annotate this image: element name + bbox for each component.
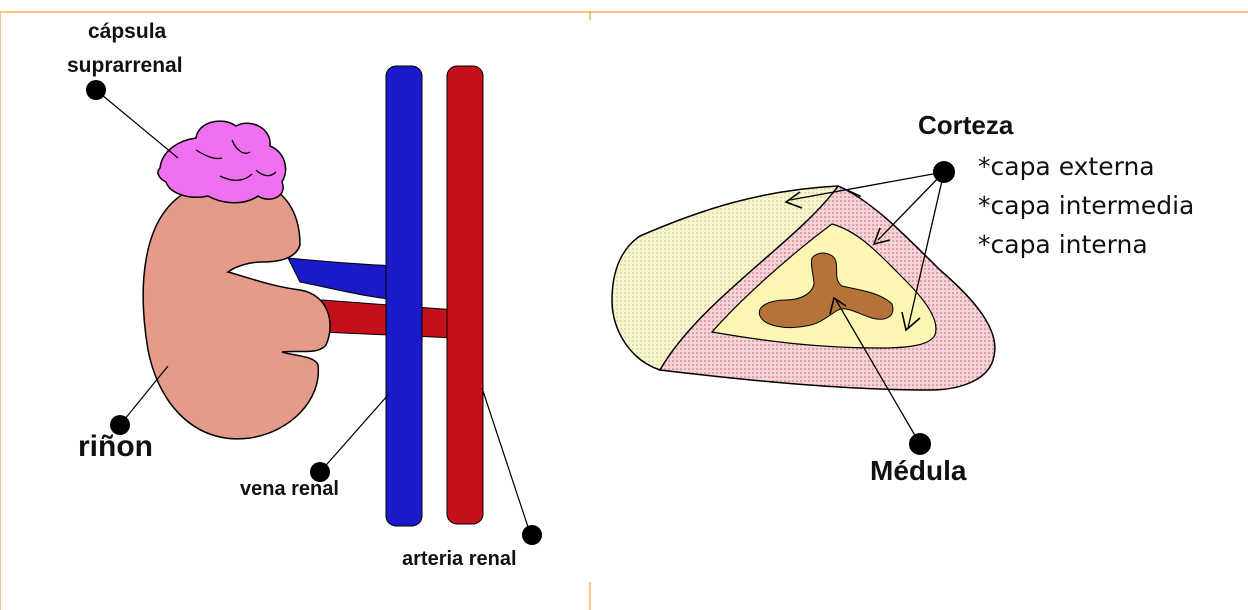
artery-dot [522,525,542,545]
inner-layer-label: *capa interna [978,230,1148,259]
medulla-label: Médula [870,455,966,487]
kidney-shape [143,179,330,438]
artery-label: arteria renal [402,548,517,571]
capsule-dot [86,80,106,100]
medulla-dot [909,433,931,455]
middle-layer-label: *capa intermedia [978,191,1194,220]
capsule-label-line2: suprarrenal [67,54,183,78]
vena-cava [386,66,422,526]
adrenal-gland [158,121,286,203]
cortex-label: Corteza [918,110,1013,141]
capsule-label-line1: cápsula [88,20,166,44]
outer-layer-label: *capa externa [978,152,1155,181]
kidney-label: riñon [78,430,153,464]
vein-label: vena renal [240,478,339,501]
kidney-illustration [143,66,483,526]
adrenal-cross-section [612,186,995,390]
aorta [447,66,483,524]
cortex-dot [933,161,955,183]
